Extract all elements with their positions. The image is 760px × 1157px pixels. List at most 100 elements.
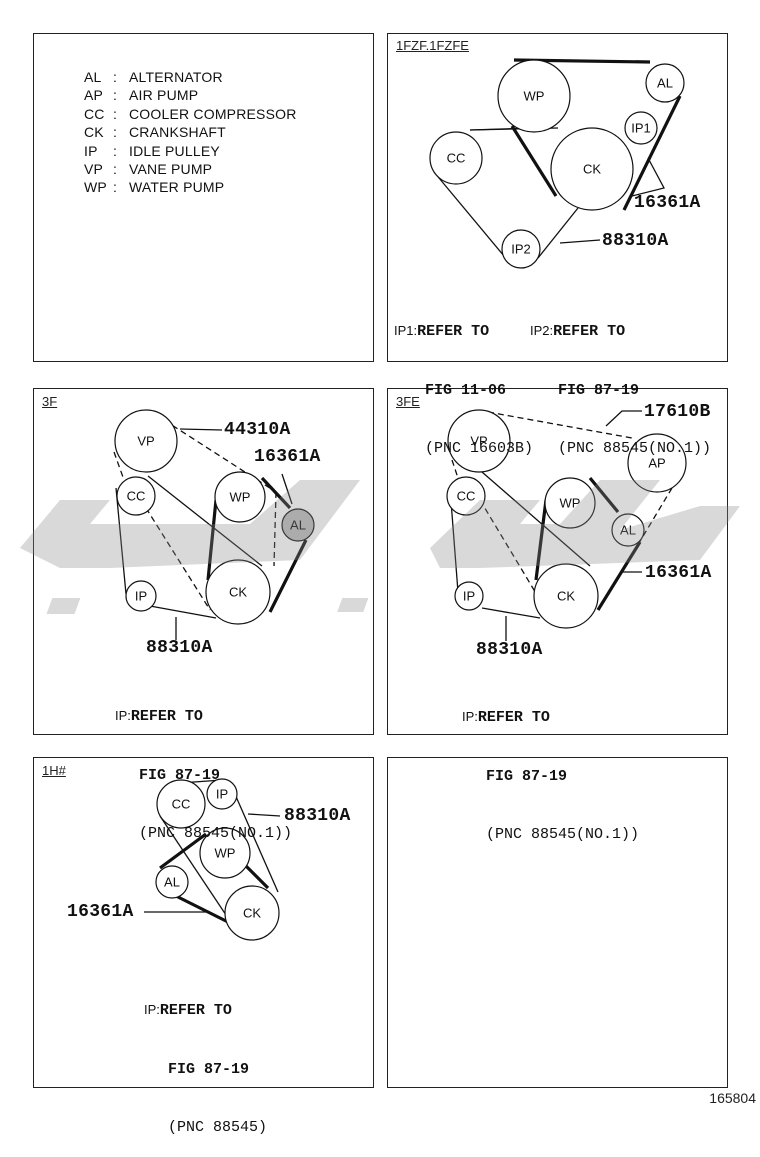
pulley-vp	[114, 409, 178, 473]
belt-88310a	[481, 471, 591, 567]
belt-17610b	[487, 411, 633, 439]
belt-44310a	[145, 507, 211, 611]
belt-16361a	[596, 541, 642, 611]
pulley-ip1	[624, 111, 658, 145]
pulley-label: CK	[583, 162, 601, 177]
pulley-label: CC	[127, 489, 146, 504]
pulley-label: CK	[243, 906, 261, 921]
callout-16361a: 16361A	[634, 193, 701, 213]
belt-88310a	[537, 207, 579, 259]
pulley-label: CK	[229, 585, 247, 600]
belt-16361a	[268, 539, 308, 613]
legend-row: VP:VANE PUMP	[84, 161, 213, 178]
leader-line	[247, 813, 281, 817]
belt-88310a	[147, 475, 263, 567]
pulley-al	[155, 865, 189, 899]
pulley-al	[281, 508, 315, 542]
pulley-cc	[429, 131, 483, 185]
legend-row: CK:CRANKSHAFT	[84, 124, 226, 141]
diagram-1fzf: WP AL IP1 CC CK IP2	[429, 58, 685, 269]
panel-tag-3f: 3F	[42, 394, 58, 409]
callout-88310a: 88310A	[602, 231, 669, 251]
pulley-label: IP	[135, 589, 147, 604]
callout-88310a: 88310A	[476, 640, 543, 660]
belt-88310a	[481, 607, 541, 619]
leader-line	[631, 157, 665, 197]
panel-3f	[33, 388, 374, 735]
belt-16361a	[534, 499, 548, 581]
pulley-wp	[214, 471, 266, 523]
pulley-wp	[544, 477, 596, 529]
pulley-al	[611, 513, 645, 547]
watermark-logo	[20, 480, 740, 614]
pulley-label: IP1	[631, 121, 651, 136]
pulley-label: WP	[230, 490, 251, 505]
belt-88310a	[433, 171, 505, 257]
belt-88310a	[159, 815, 237, 931]
pulley-wp	[497, 59, 571, 133]
pulley-label: CC	[172, 797, 191, 812]
pulley-label: IP2	[511, 242, 531, 257]
pulley-label: AL	[620, 523, 636, 538]
pulley-label: IP	[463, 589, 475, 604]
pulley-ck	[550, 127, 634, 211]
legend-row: WP:WATER PUMP	[84, 179, 225, 196]
belt-16361a	[588, 476, 620, 514]
note-ip: IP:REFER TO FIG 87-19 (PNC 88545)	[144, 1002, 268, 1136]
pulley-label: CC	[457, 489, 476, 504]
pulley-label: AP	[648, 456, 665, 471]
callout-16361a: 16361A	[645, 563, 712, 583]
pulley-ck	[533, 563, 599, 629]
belt-16361a	[206, 499, 218, 581]
belt-44310a	[273, 491, 277, 567]
panel-tag-1h: 1H#	[42, 763, 66, 778]
belt-88310a	[233, 791, 279, 893]
pulley-label: IP	[216, 787, 228, 802]
belt-88310a	[149, 605, 217, 619]
pulley-label: WP	[524, 89, 545, 104]
pulley-label: WP	[560, 496, 581, 511]
belt-17610b	[635, 487, 673, 549]
pulley-ck	[224, 885, 280, 941]
pulley-ip2	[501, 229, 541, 269]
pulley-label: AL	[657, 76, 673, 91]
leader-line	[605, 410, 642, 427]
belt-16361a	[159, 832, 207, 870]
callout-16361a: 16361A	[254, 447, 321, 467]
pulley-al	[645, 63, 685, 103]
pulley-label: VP	[470, 434, 487, 449]
legend-row: IP:IDLE PULLEY	[84, 142, 220, 159]
pulley-label: CC	[447, 151, 466, 166]
note-ip2: IP2:REFER TO FIG 87-19 (PNC 88545(NO.1))	[530, 323, 712, 457]
callout-88310a: 88310A	[146, 638, 213, 658]
leader-line	[559, 239, 601, 244]
legend: AL:ALTERNATOR AP:AIR PUMP CC:COOLER COMP…	[84, 68, 297, 197]
legend-row: CC:COOLER COMPRESSOR	[84, 105, 297, 122]
pulley-cc	[446, 476, 486, 516]
pulley-vp	[447, 409, 511, 473]
pulley-ip	[454, 581, 484, 611]
pulley-ap	[627, 433, 687, 493]
legend-panel	[33, 33, 374, 362]
figure-id: 165804	[709, 1090, 756, 1106]
belt-17610b	[451, 459, 459, 479]
panel-tag-1fzf: 1FZF.1FZFE	[396, 38, 469, 53]
belt-88310a	[115, 487, 127, 595]
panel-tag-3fe: 3FE	[396, 394, 420, 409]
legend-row: AL:ALTERNATOR	[84, 69, 223, 85]
legend-row: AP:AIR PUMP	[84, 87, 199, 104]
pulley-ck	[205, 559, 271, 625]
pulley-cc	[116, 476, 156, 516]
pulley-ip	[125, 580, 157, 612]
belt-16361a	[260, 476, 292, 510]
pulley-wp	[199, 827, 251, 879]
pulley-cc	[156, 779, 206, 829]
note-ip: IP:REFER TO FIG 87-19 (PNC 88545(NO.1))	[115, 708, 293, 842]
callout-17610b: 17610B	[644, 402, 711, 422]
note-ip: IP:REFER TO FIG 87-19 (PNC 88545(NO.1))	[462, 709, 640, 843]
note-ip1: IP1:REFER TO FIG 11-06 (PNC 16603B)	[394, 323, 534, 457]
callout-44310a: 44310A	[224, 420, 291, 440]
panel-empty	[387, 757, 728, 1088]
pulley-label: WP	[215, 846, 236, 861]
pulley-label: VP	[137, 434, 154, 449]
